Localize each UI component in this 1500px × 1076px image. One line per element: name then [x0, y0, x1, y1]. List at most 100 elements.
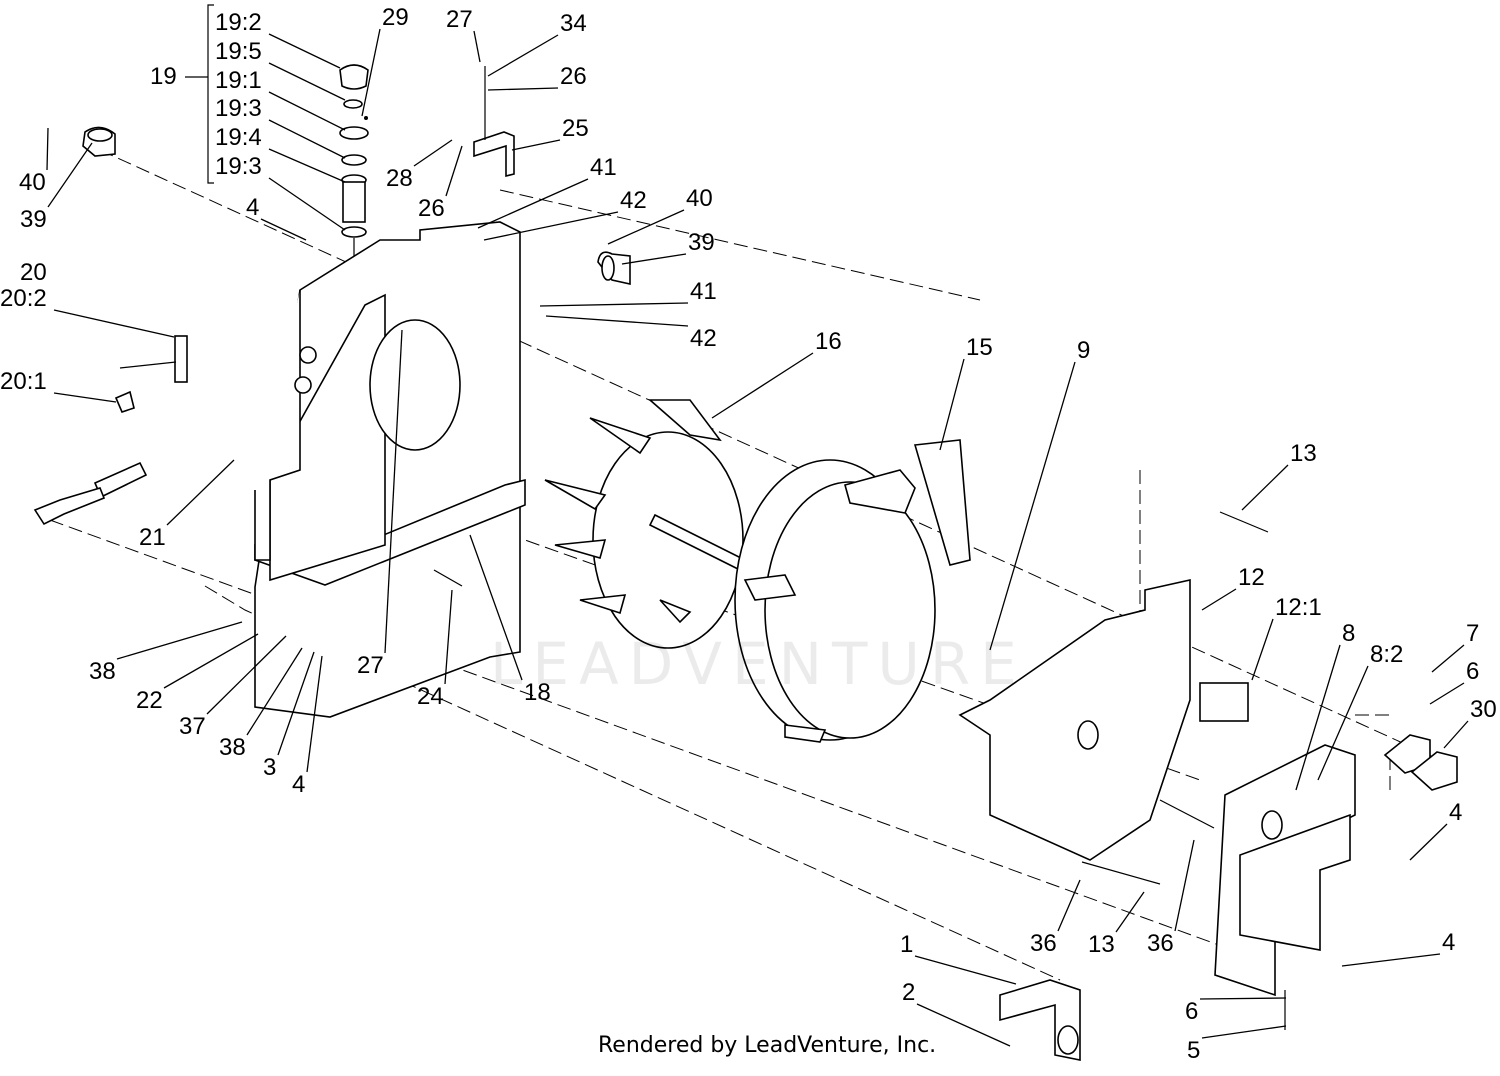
rods [433, 511, 1286, 1030]
callout-c19-2: 19:2 [215, 9, 262, 36]
callout-c26a: 26 [560, 63, 587, 90]
part-39-handle-right [597, 251, 631, 285]
callout-c28: 28 [386, 165, 413, 192]
leader-c18 [469, 534, 523, 681]
leader-c42b [545, 315, 689, 327]
leader-c12 [1201, 588, 1237, 611]
callout-c39a: 39 [20, 206, 47, 233]
leader-c19-3a [268, 119, 346, 159]
callout-c13a: 13 [1290, 440, 1317, 467]
callout-c19-1: 19:1 [215, 67, 262, 94]
part-25-bracket [473, 66, 515, 178]
callout-c12: 12 [1238, 564, 1265, 591]
leader-c7 [1431, 644, 1465, 673]
callout-c19-5: 19:5 [215, 38, 262, 65]
leader-c24 [444, 589, 453, 685]
leader-c28 [413, 139, 453, 167]
leader-c36b [1174, 839, 1195, 932]
footer-credit: Rendered by LeadVenture, Inc. [598, 1033, 937, 1058]
leader-c19-2 [268, 33, 341, 69]
leader-c27b [384, 329, 403, 654]
callout-c41b: 41 [690, 278, 717, 305]
part-30-bearings [1383, 734, 1458, 791]
callout-bracket-19 [185, 4, 214, 184]
leader-c19-5 [268, 62, 346, 101]
part-12-side-panel [958, 579, 1249, 861]
leader-c19-4 [268, 148, 346, 183]
leader-c38b [246, 647, 303, 736]
part-1-bracket [999, 979, 1081, 1061]
callout-c4d: 4 [1442, 929, 1455, 956]
part-16-impeller [544, 399, 747, 649]
callout-c4c: 4 [1449, 799, 1462, 826]
leader-c30 [1443, 720, 1469, 749]
leader-c29 [361, 28, 381, 117]
leader-c36a [1057, 879, 1081, 932]
callout-c8: 8 [1342, 620, 1355, 647]
filler-cap-assembly [339, 64, 369, 300]
leader-c5 [1201, 1025, 1287, 1039]
leader-c4a [260, 218, 307, 241]
callout-c41a: 41 [590, 154, 617, 181]
callout-c19-3b: 19:3 [215, 153, 262, 180]
leader-c34 [487, 34, 559, 77]
callout-c19: 19 [150, 63, 177, 90]
callout-c20-2: 20:2 [0, 285, 47, 312]
leader-c25 [511, 139, 561, 151]
leader-c12-1 [1251, 618, 1274, 681]
leader-c8 [1295, 644, 1341, 791]
callout-c26b: 26 [418, 195, 445, 222]
leader-c4c [1409, 823, 1448, 861]
callout-c19-3a: 19:3 [215, 95, 262, 122]
callout-c34: 34 [560, 10, 587, 37]
assembly-centerlines [49, 149, 1441, 981]
leader-c4b [306, 655, 323, 773]
callout-c27a: 27 [446, 6, 473, 33]
part-15-scroll [734, 439, 971, 743]
callout-c40a: 40 [19, 169, 46, 196]
leader-c37 [206, 635, 287, 715]
callout-c7: 7 [1466, 620, 1479, 647]
leader-c3 [277, 651, 315, 756]
callout-c6a: 6 [1466, 658, 1479, 685]
callout-c6b: 6 [1185, 998, 1198, 1025]
watermark: LEADVENTURE [490, 630, 1027, 698]
callout-c36b: 36 [1147, 930, 1174, 957]
leader-c4d [1341, 953, 1441, 967]
leader-c6a [1429, 682, 1465, 705]
callout-c36a: 36 [1030, 930, 1057, 957]
callout-c27b: 27 [357, 652, 384, 679]
callout-c20: 20 [20, 259, 47, 286]
callout-c16: 16 [815, 328, 842, 355]
leader-c13a [1241, 464, 1289, 511]
leader-lines [46, 28, 1469, 1047]
callout-c18: 18 [524, 679, 551, 706]
leader-c39a [47, 142, 93, 208]
callout-c24: 24 [417, 683, 444, 710]
leader-c20-2 [53, 309, 175, 338]
callout-c42a: 42 [620, 187, 647, 214]
callout-c19-4: 19:4 [215, 124, 262, 151]
callout-c20-1: 20:1 [0, 368, 47, 395]
leader-c27a [473, 30, 481, 63]
leader-c19-3b [268, 177, 346, 231]
leader-c40a [46, 127, 49, 171]
leader-c13b [1115, 891, 1145, 933]
callout-c38a: 38 [89, 658, 116, 685]
leader-c26b [445, 145, 463, 197]
callout-c25: 25 [562, 115, 589, 142]
callout-c37: 37 [179, 713, 206, 740]
callout-c40b: 40 [686, 185, 713, 212]
leader-c42a [483, 211, 619, 241]
leader-c6b [1199, 997, 1287, 1000]
leader-c9 [989, 361, 1076, 651]
part-20-latch [114, 335, 188, 413]
callout-c2: 2 [902, 979, 915, 1006]
leader-c26a [487, 87, 559, 91]
part-8-end-housing [1214, 744, 1356, 997]
callout-c4a: 4 [246, 194, 259, 221]
callout-c15: 15 [966, 334, 993, 361]
